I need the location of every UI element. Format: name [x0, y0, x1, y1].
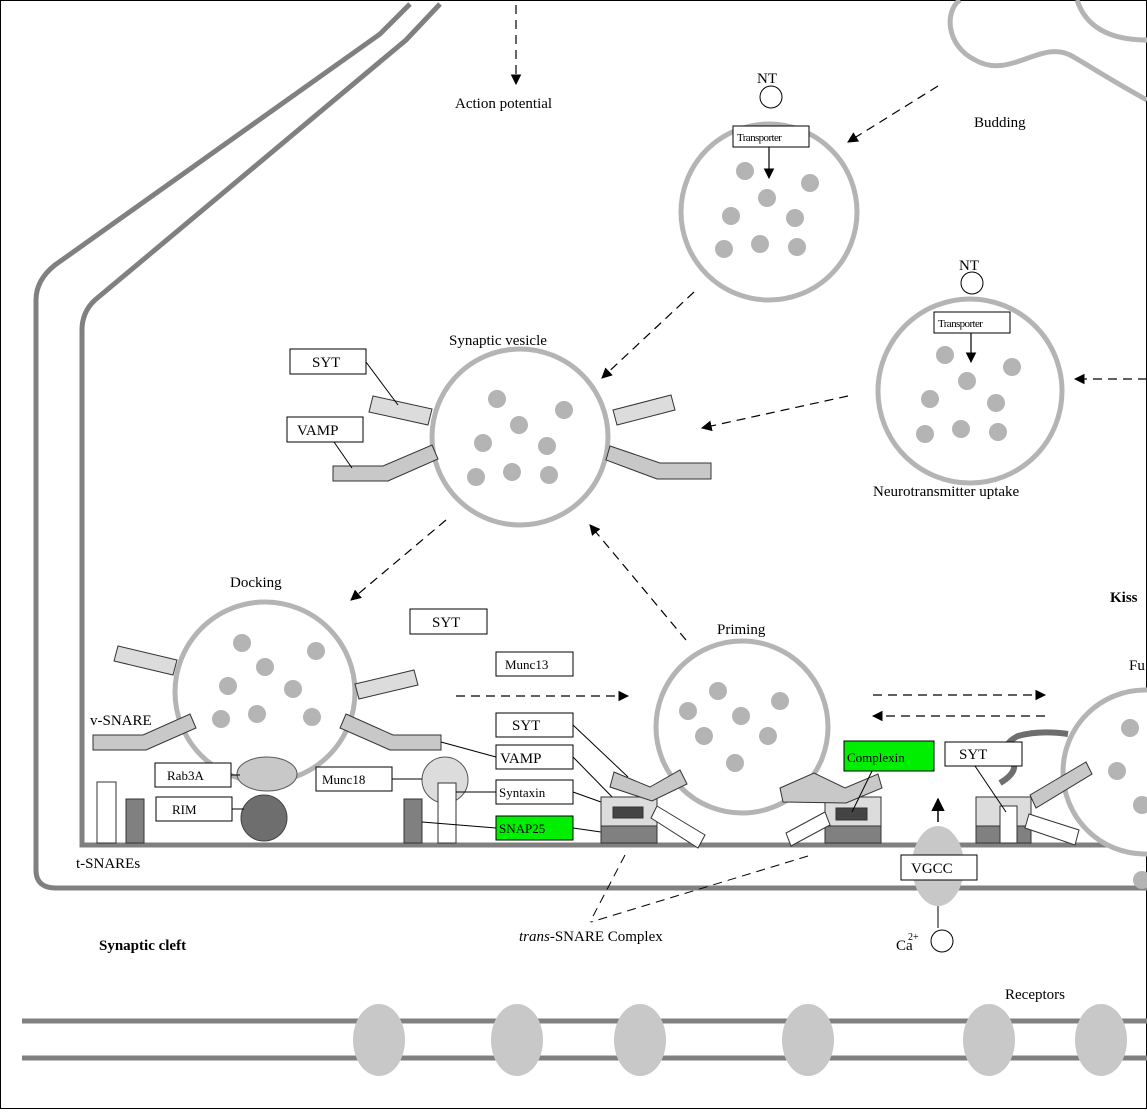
syt-priming-label: SYT	[512, 718, 540, 734]
synaptic-vesicle-label: Synaptic vesicle	[449, 333, 547, 349]
vamp-priming-label: VAMP	[500, 751, 541, 767]
ca-charge-label: 2+	[908, 932, 919, 943]
rim-label: RIM	[172, 802, 197, 817]
vesicle-docking	[175, 602, 355, 782]
t-snares-label: t-SNAREs	[76, 856, 140, 872]
receptor	[963, 1004, 1015, 1076]
vamp-sv-label: VAMP	[297, 423, 338, 439]
nt-label-right: NT	[959, 258, 979, 274]
kiss-label: Kiss	[1110, 590, 1138, 606]
synaptic-cleft-label: Synaptic cleft	[99, 938, 186, 954]
syt-sv-label: SYT	[312, 355, 340, 371]
ca-ion	[931, 930, 953, 952]
receptors-label: Receptors	[1005, 987, 1065, 1003]
neurotransmitter-uptake-label: Neurotransmitter uptake	[873, 484, 1020, 500]
action-potential-label: Action potential	[455, 96, 552, 112]
rab3a-protein	[237, 757, 297, 791]
budding-label: Budding	[974, 115, 1026, 131]
receptor	[353, 1004, 405, 1076]
munc13-label: Munc13	[505, 657, 548, 672]
munc18-label: Munc18	[322, 772, 365, 787]
nt-molecule	[760, 86, 782, 108]
receptor	[782, 1004, 834, 1076]
syt-docking-label: SYT	[432, 615, 460, 631]
fu-label: Fu	[1129, 658, 1145, 674]
receptor	[614, 1004, 666, 1076]
vesicle-synaptic	[432, 349, 608, 525]
syt-fusion-label: SYT	[959, 747, 987, 763]
complexin-label: Complexin	[847, 750, 905, 765]
snap25-bar	[404, 799, 422, 843]
t-snare-syntaxin-bar	[97, 782, 116, 843]
vgcc-label: VGCC	[911, 861, 953, 877]
receptor	[1075, 1004, 1127, 1076]
docking-label: Docking	[230, 575, 282, 591]
syntaxin-bar	[438, 783, 456, 843]
nt-label-top: NT	[757, 71, 777, 87]
snap25-label: SNAP25	[499, 821, 545, 836]
transporter-right-label: Transporter	[938, 318, 983, 330]
transporter-top-label: Transporter	[737, 132, 782, 144]
syntaxin-label: Syntaxin	[499, 785, 546, 800]
priming-label: Priming	[717, 622, 766, 638]
rim-protein	[241, 795, 287, 841]
nt-molecule-right	[961, 272, 983, 294]
v-snare-label: v-SNARE	[90, 713, 152, 729]
trans-snare-complex-label: trans-SNARE Complex	[519, 929, 663, 945]
receptor	[491, 1004, 543, 1076]
rab3a-label: Rab3A	[167, 768, 204, 783]
t-snare-snap25-bar	[126, 799, 144, 843]
